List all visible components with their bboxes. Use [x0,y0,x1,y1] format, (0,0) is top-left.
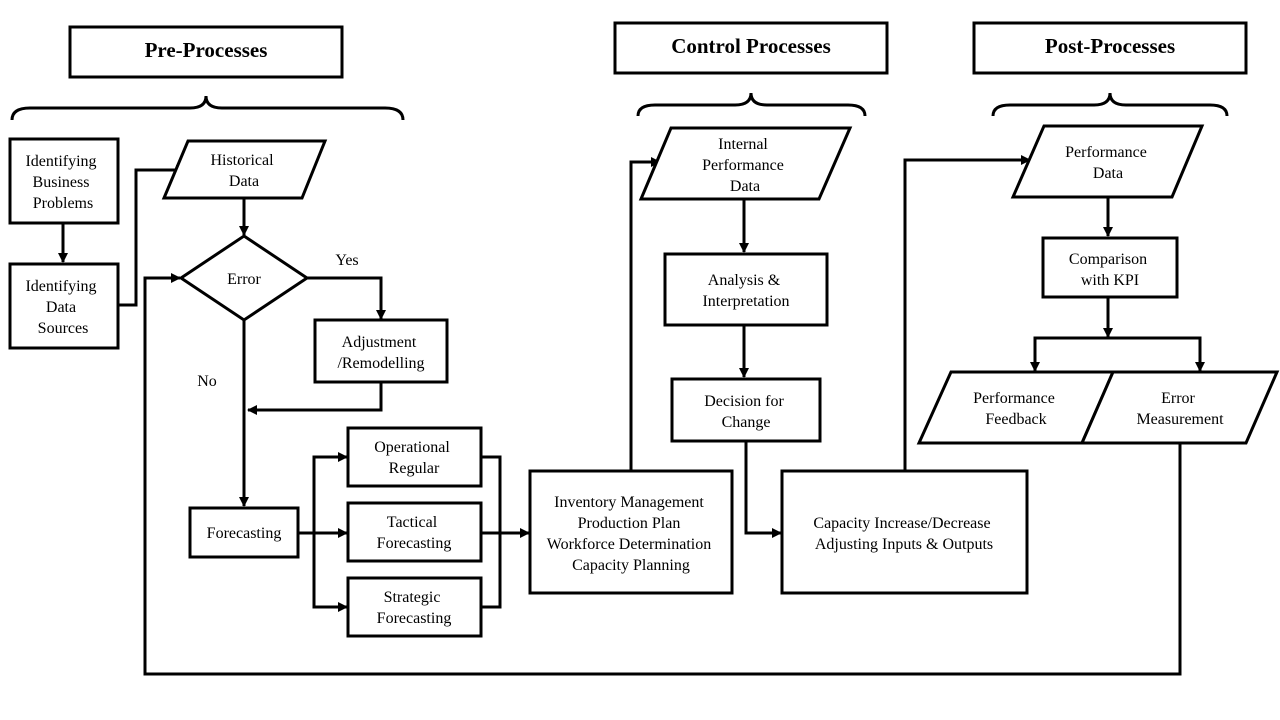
operational-regular-node: Operational Regular [346,426,483,488]
performance-data-node: Performance Data [1010,124,1205,199]
identifying-business-problems-node: Identifying Business Problems [8,137,120,225]
pre-processes-title: Pre-Processes [145,38,268,62]
node-label: Operational Regular [374,439,454,477]
performance-feedback-node: Performance Feedback [916,370,1116,445]
node-label: Performance Data [1065,144,1151,182]
node-label: Capacity Increase/Decrease Adjusting Inp… [813,515,994,553]
node-label: Error [227,271,261,288]
node-label: Comparison with KPI [1069,251,1151,289]
internal-performance-data-node: Internal Performance Data [638,126,853,201]
node-label: Decision for Change [704,393,788,431]
node-label: Internal Performance Data [702,136,788,195]
node-label: Historical Data [210,152,277,190]
node-label: Identifying Data Sources [25,278,100,337]
yes-label: Yes [335,252,358,269]
capacity-adjustment-node: Capacity Increase/Decrease Adjusting Inp… [780,469,1029,595]
post-processes-header: Post-Processes [972,21,1248,75]
decision-for-change-node: Decision for Change [670,377,822,443]
comparison-with-kpi-node: Comparison with KPI [1041,236,1179,299]
forecasting-node: Forecasting [188,506,300,559]
node-label: Adjustment /Remodelling [337,334,424,372]
node-label: Performance Feedback [973,390,1059,428]
node-label: Error Measurement [1136,390,1224,428]
post-processes-title: Post-Processes [1045,34,1175,58]
node-label: Inventory Management Production Plan Wor… [547,494,715,574]
pre-processes-header: Pre-Processes [68,25,344,79]
historical-data-node: Historical Data [161,139,328,200]
adjustment-remodelling-node: Adjustment /Remodelling [313,318,449,384]
no-label: No [197,373,217,390]
node-label: Forecasting [207,525,282,542]
connectors [58,155,1205,676]
error-decision-node: Error [178,234,310,322]
inventory-management-node: Inventory Management Production Plan Wor… [528,469,734,595]
identifying-data-sources-node: Identifying Data Sources [8,262,120,350]
pre-processes-brace [10,95,405,121]
control-processes-header: Control Processes [613,21,889,75]
node-label: Strategic Forecasting [377,589,452,627]
node-label: Identifying Business Problems [25,153,100,212]
node-label: Analysis & Interpretation [702,272,789,310]
strategic-forecasting-node: Strategic Forecasting [346,576,483,638]
control-processes-title: Control Processes [671,34,831,58]
tactical-forecasting-node: Tactical Forecasting [346,501,483,563]
error-measurement-node: Error Measurement [1079,370,1280,445]
post-processes-brace [991,92,1229,117]
node-label: Tactical Forecasting [377,514,452,552]
analysis-interpretation-node: Analysis & Interpretation [663,252,829,327]
control-processes-brace [636,92,867,117]
